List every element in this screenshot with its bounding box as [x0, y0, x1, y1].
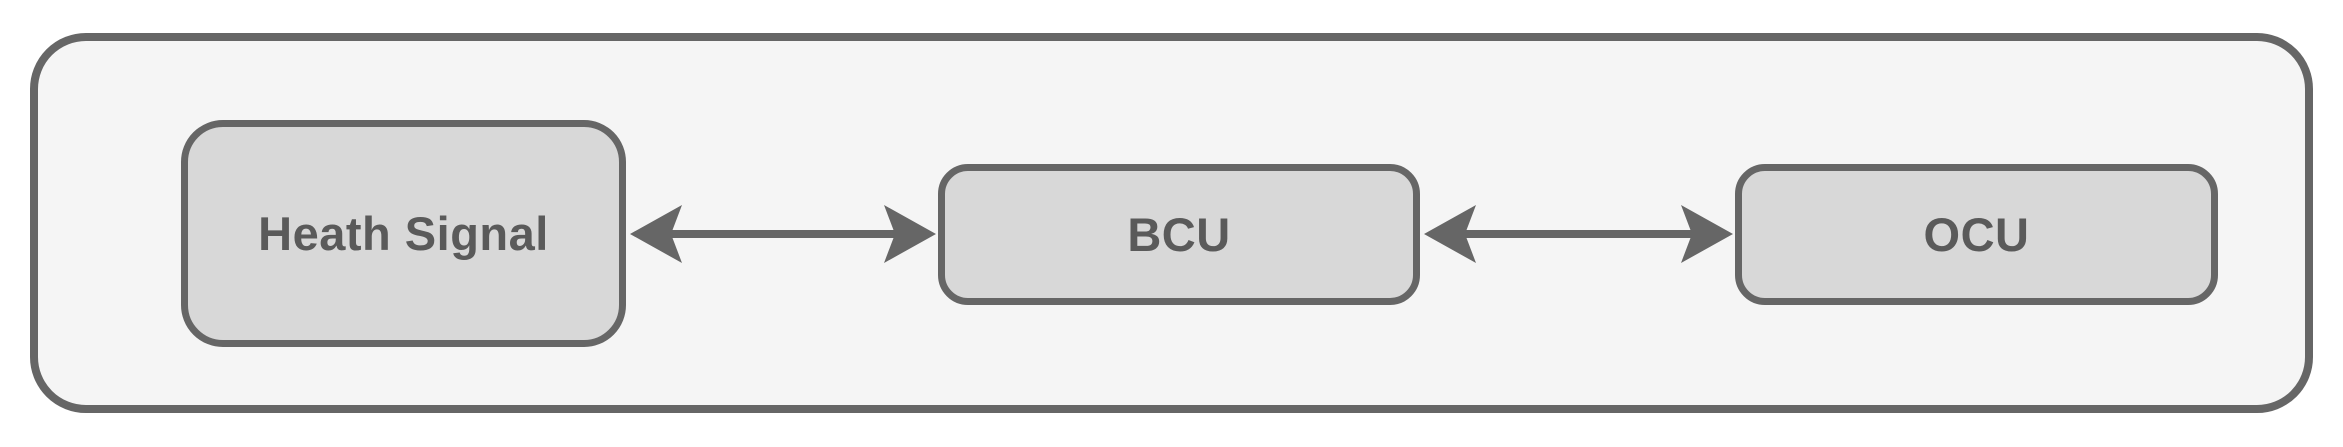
node-heath-signal-label: Heath Signal	[258, 207, 549, 260]
node-bcu: BCU	[938, 164, 1420, 305]
arrowhead-left-icon	[1424, 205, 1476, 263]
node-ocu: OCU	[1735, 164, 2218, 305]
node-heath-signal: Heath Signal	[181, 120, 626, 347]
bidirectional-arrow-bcu-ocu	[1424, 205, 1733, 263]
arrowhead-left-icon	[630, 205, 682, 263]
arrowhead-right-icon	[884, 205, 936, 263]
bidirectional-arrow-heath-bcu	[630, 205, 936, 263]
arrowhead-right-icon	[1681, 205, 1733, 263]
node-bcu-label: BCU	[1127, 208, 1231, 261]
node-ocu-label: OCU	[1923, 208, 2030, 261]
